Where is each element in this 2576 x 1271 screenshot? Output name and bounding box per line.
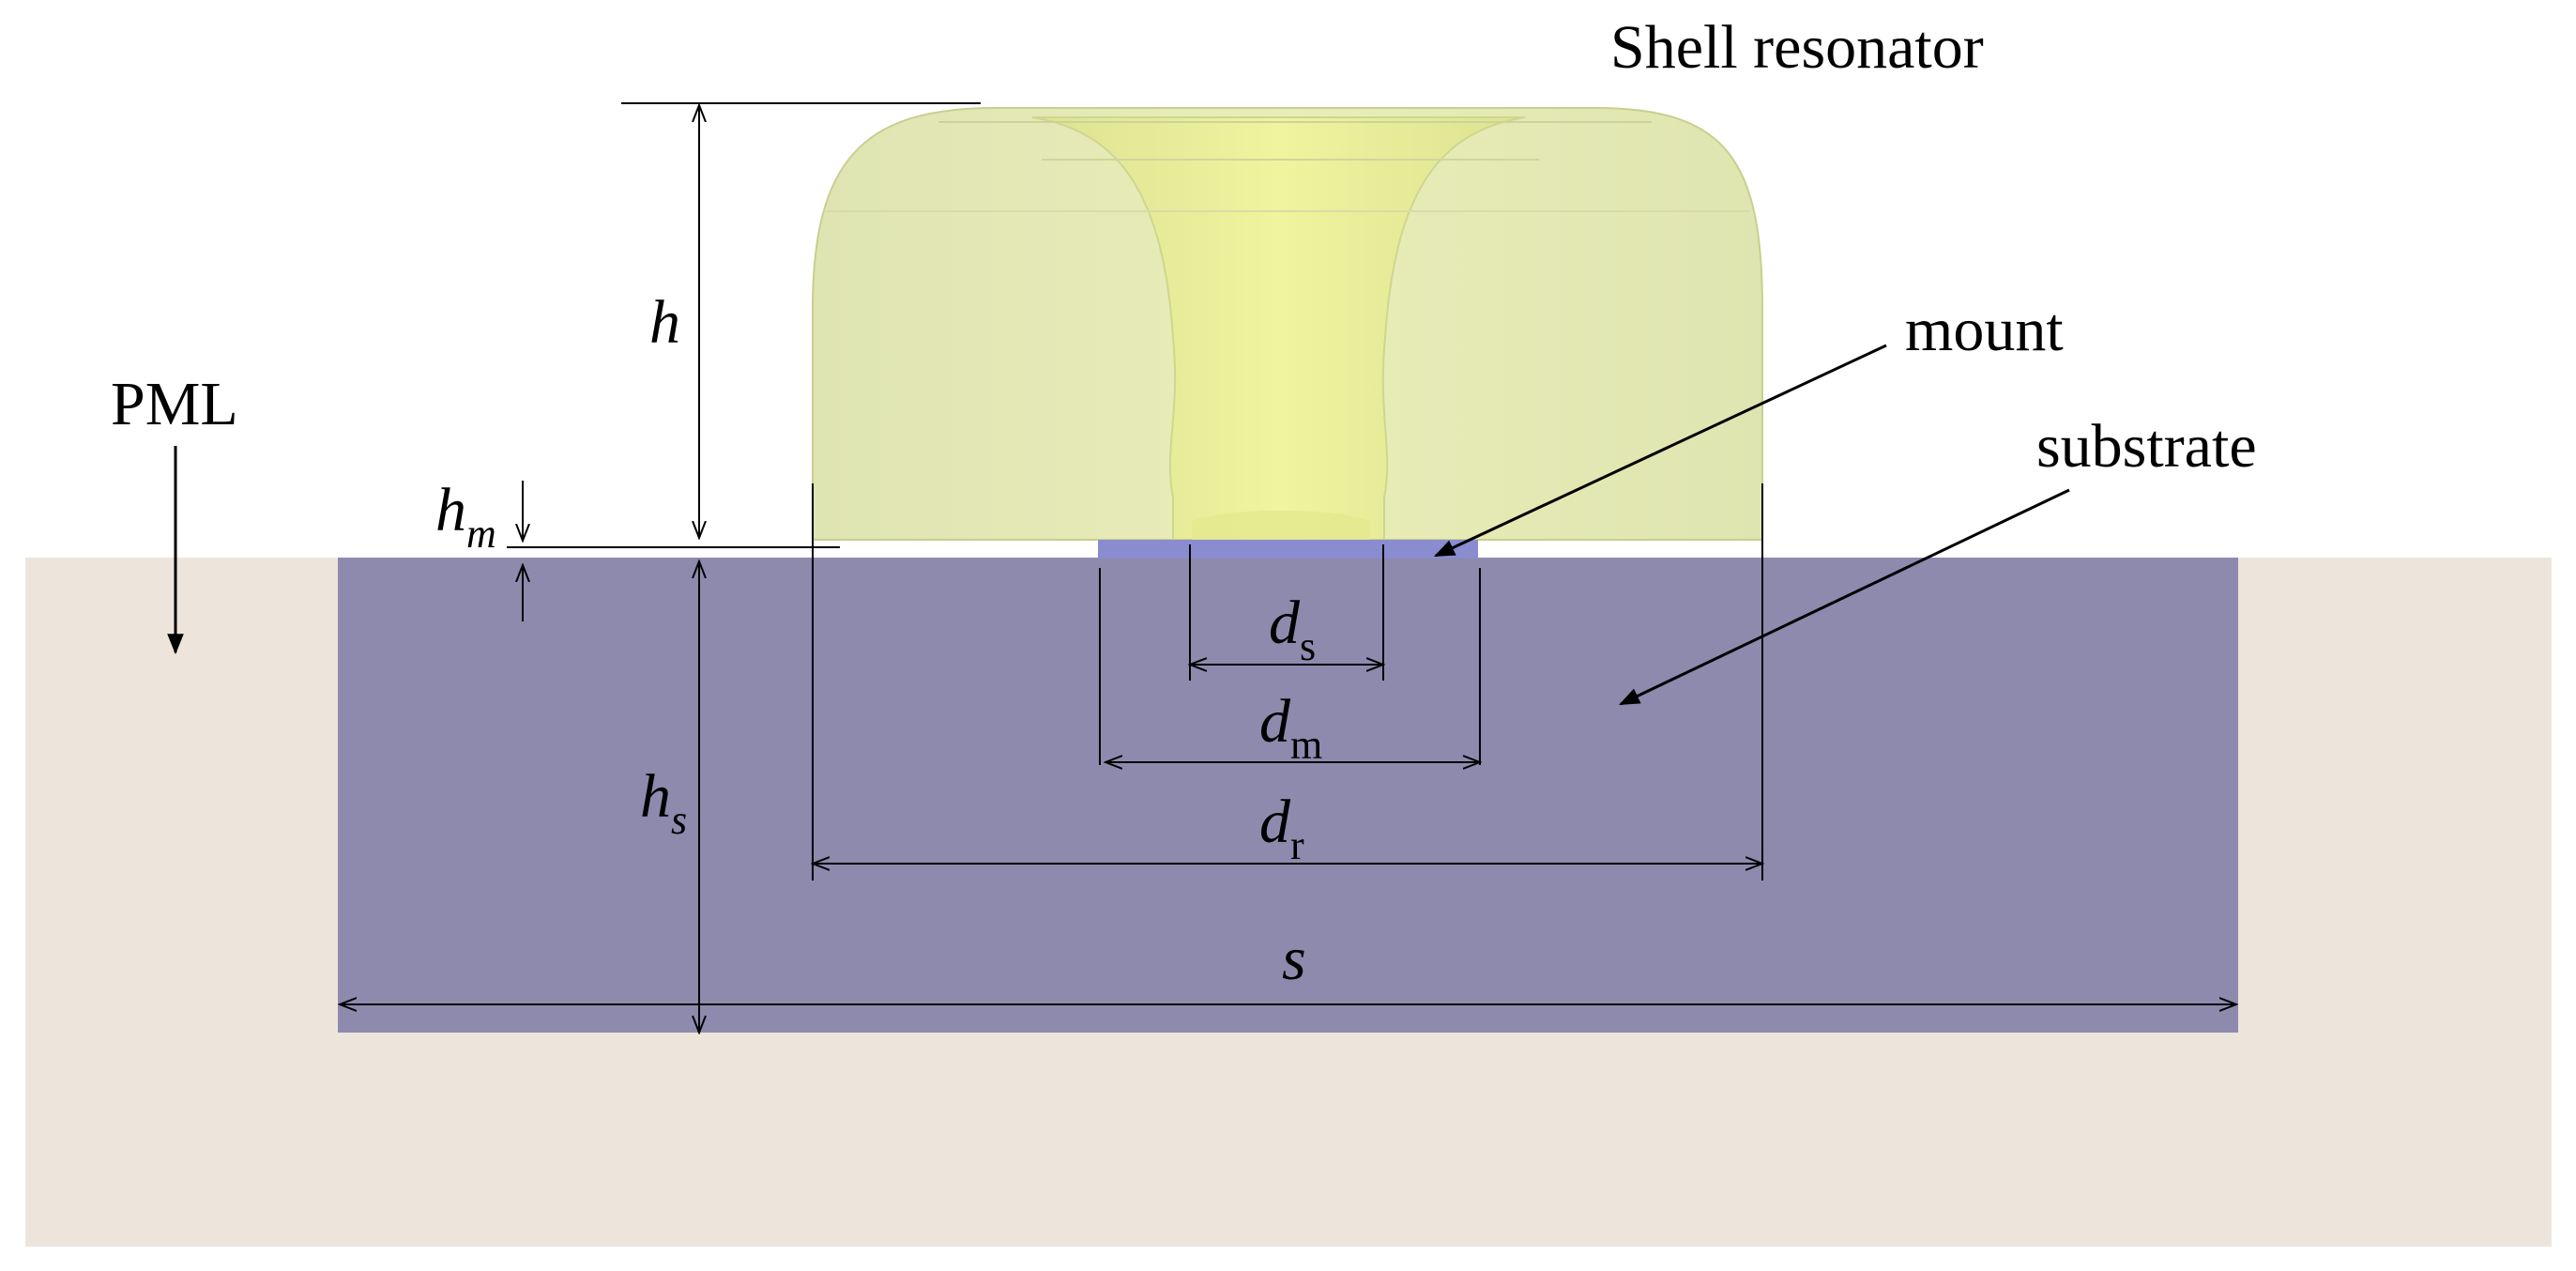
substrate-label: substrate xyxy=(2036,412,2257,481)
mount-label: mount xyxy=(1905,296,2064,364)
extension-lines xyxy=(507,102,1763,881)
ds-label: ds xyxy=(1269,589,1316,669)
shell-resonator-body xyxy=(812,107,1763,541)
hs-label: hs xyxy=(640,762,687,843)
dr-label: dr xyxy=(1259,788,1304,868)
pointer-arrows xyxy=(167,344,2070,706)
shell-resonator-label: Shell resonator xyxy=(1610,13,1984,82)
substrate-region xyxy=(338,558,2238,1033)
dimension-arrows xyxy=(340,105,2236,1033)
substrate-pointer xyxy=(1619,488,2070,706)
mount-pointer xyxy=(1434,344,1887,558)
h-label: h xyxy=(649,288,680,357)
pml-label: PML xyxy=(111,370,238,438)
hm-label: hm xyxy=(435,476,496,557)
mount xyxy=(1098,540,1478,559)
s-label: s xyxy=(1282,925,1306,993)
dm-label: dm xyxy=(1259,687,1322,768)
